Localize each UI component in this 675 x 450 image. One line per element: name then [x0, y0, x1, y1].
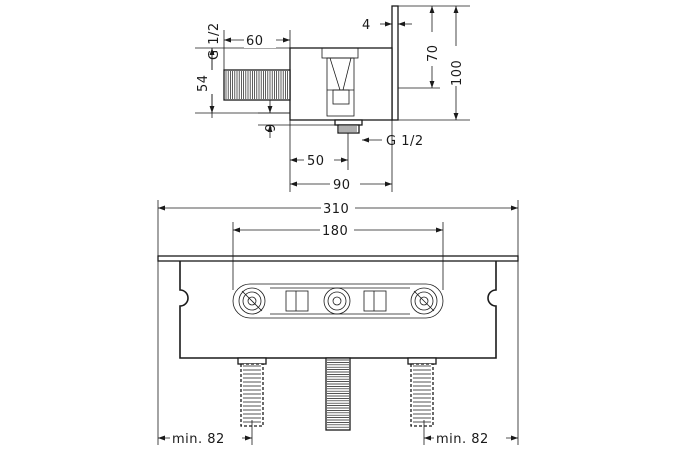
dim-54-label: 54 — [196, 74, 211, 92]
left-pipe — [237, 357, 267, 427]
inlet-pipe — [223, 69, 291, 101]
wall-plate — [391, 5, 399, 121]
cartridge — [326, 57, 355, 117]
valve-body — [289, 47, 393, 121]
dim-4-label: 4 — [362, 18, 371, 33]
right-cartridge — [410, 287, 438, 315]
dim-9-label: 9 — [264, 123, 279, 132]
center-cartridge — [323, 287, 351, 315]
front-view: 310 180 min. 82 min. 82 — [157, 200, 519, 447]
dim-100-label: 100 — [450, 60, 465, 86]
housing — [179, 261, 497, 359]
dim-180-label: 180 — [322, 224, 348, 239]
right-pipe — [407, 357, 437, 427]
dim-50-label: 50 — [307, 154, 325, 169]
dim-310-label: 310 — [323, 202, 349, 217]
min-82-left-label: min. 82 — [172, 432, 225, 447]
dim-60-label: 60 — [246, 34, 264, 49]
center-pipe — [325, 357, 351, 431]
side-view: G 1/2 60 4 70 100 54 9 G 1/2 50 90 — [195, 5, 470, 193]
min-82-right-label: min. 82 — [436, 432, 489, 447]
left-cartridge — [238, 287, 266, 315]
valve-slot — [232, 283, 444, 319]
cover-plate — [157, 255, 519, 262]
dim-70-label: 70 — [426, 44, 441, 62]
outlet-nipple — [334, 119, 363, 134]
thread-top-label: G 1/2 — [207, 22, 222, 60]
dim-90-label: 90 — [333, 178, 351, 193]
thread-bottom-label: G 1/2 — [386, 134, 424, 149]
